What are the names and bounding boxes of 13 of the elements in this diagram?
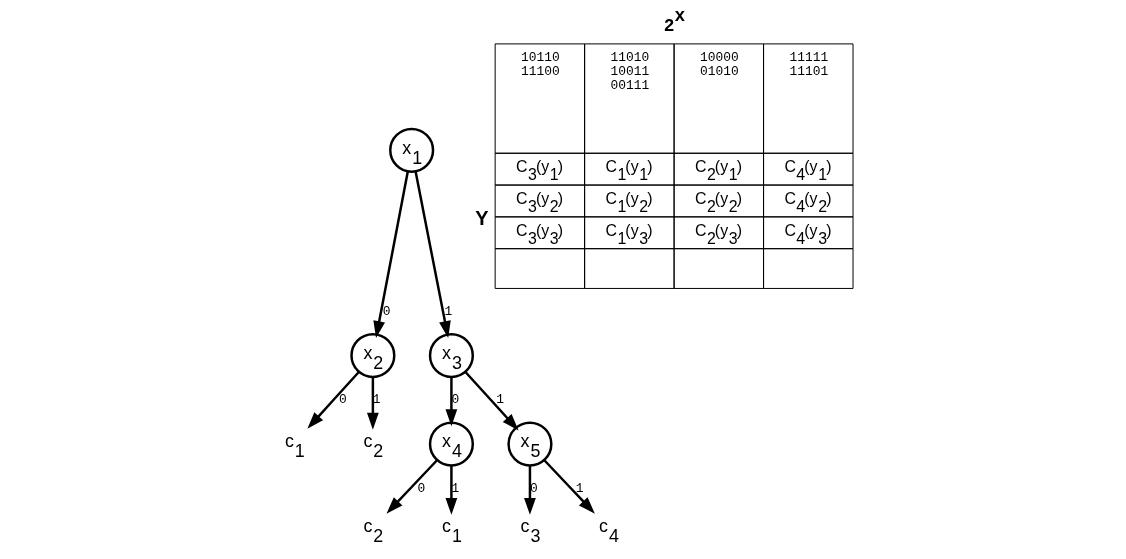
edge-label: 0	[339, 392, 347, 408]
edge-label: 1	[575, 480, 584, 496]
edge-label: 1	[372, 392, 381, 408]
edge-label: 0	[529, 480, 538, 496]
label: 11111 11101	[789, 50, 829, 80]
label: 10110 11100	[521, 50, 560, 80]
edge-label: 0	[417, 480, 426, 496]
edge-label: 0	[382, 303, 391, 319]
edge-label: 1	[496, 392, 504, 408]
edge-label: 1	[444, 303, 453, 319]
label: Y	[475, 206, 489, 229]
label: 11010 10011 00111	[610, 50, 650, 94]
label: 10000 01010	[699, 50, 739, 80]
